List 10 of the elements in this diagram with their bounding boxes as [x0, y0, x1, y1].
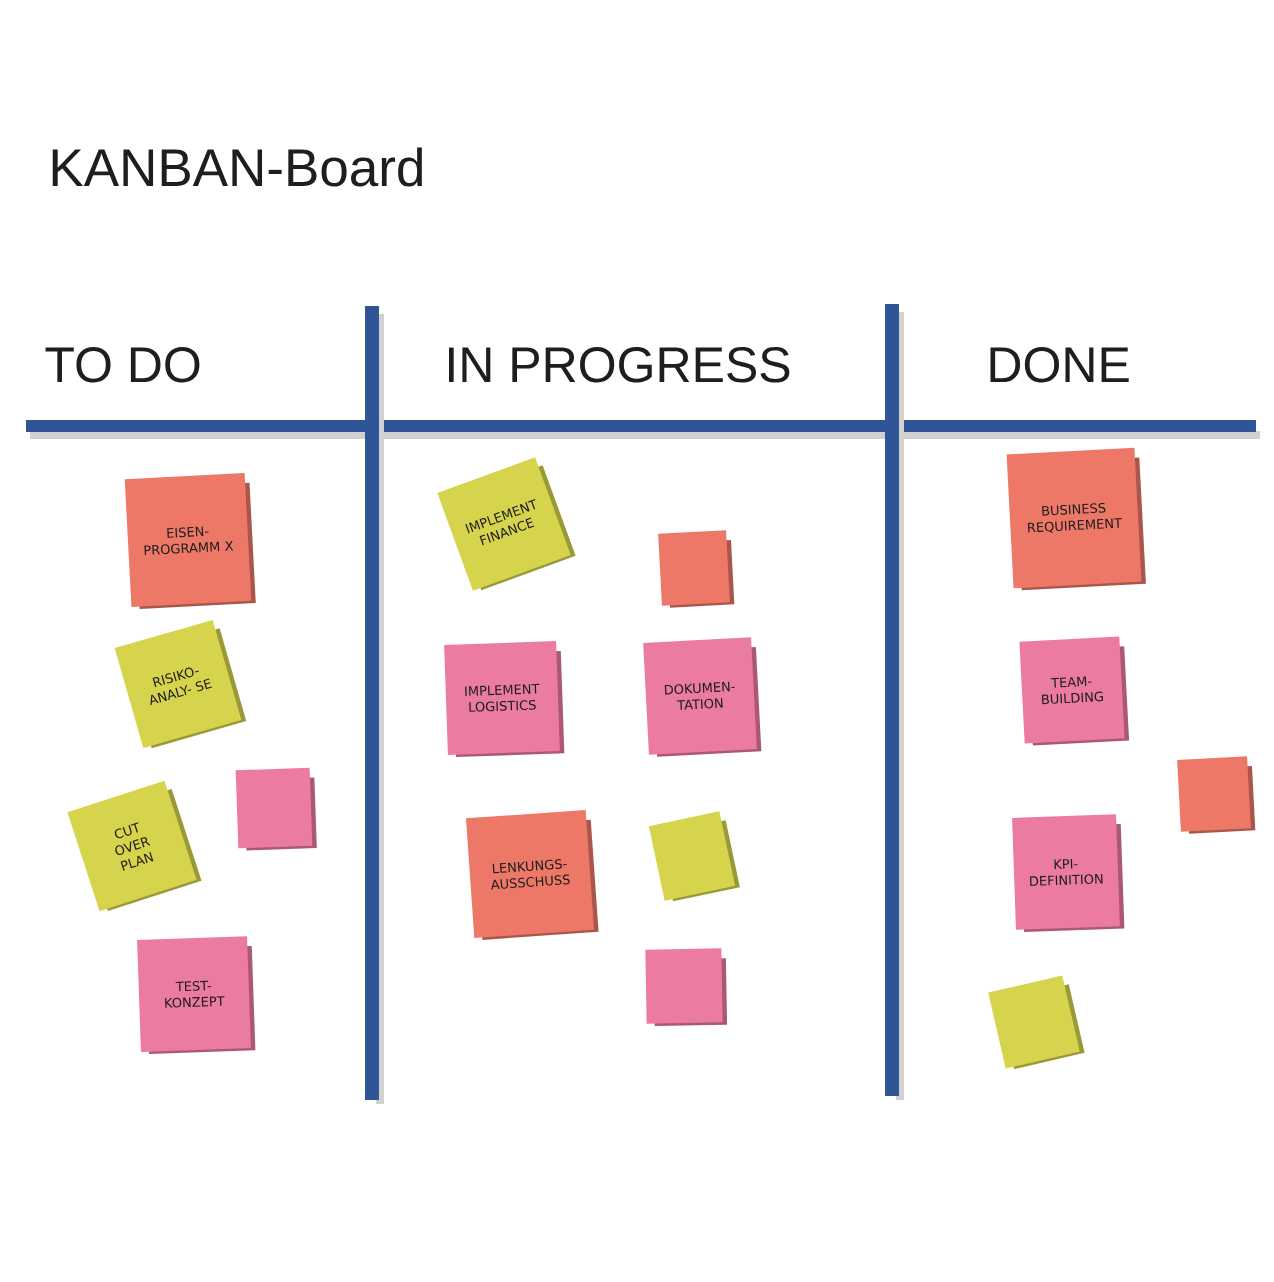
- sticky-note: [645, 948, 728, 1026]
- sticky-note: [988, 975, 1085, 1070]
- board-title: KANBAN-Board: [52, 147, 422, 187]
- sticky-note: [1177, 756, 1256, 834]
- column-header: DONE: [990, 347, 1129, 383]
- sticky-note: [658, 530, 735, 608]
- sticky-note: [235, 767, 317, 851]
- column-header: IN PROGRESS: [449, 347, 790, 383]
- sticky-note: [648, 811, 740, 902]
- column-header: TO DO: [45, 347, 200, 383]
